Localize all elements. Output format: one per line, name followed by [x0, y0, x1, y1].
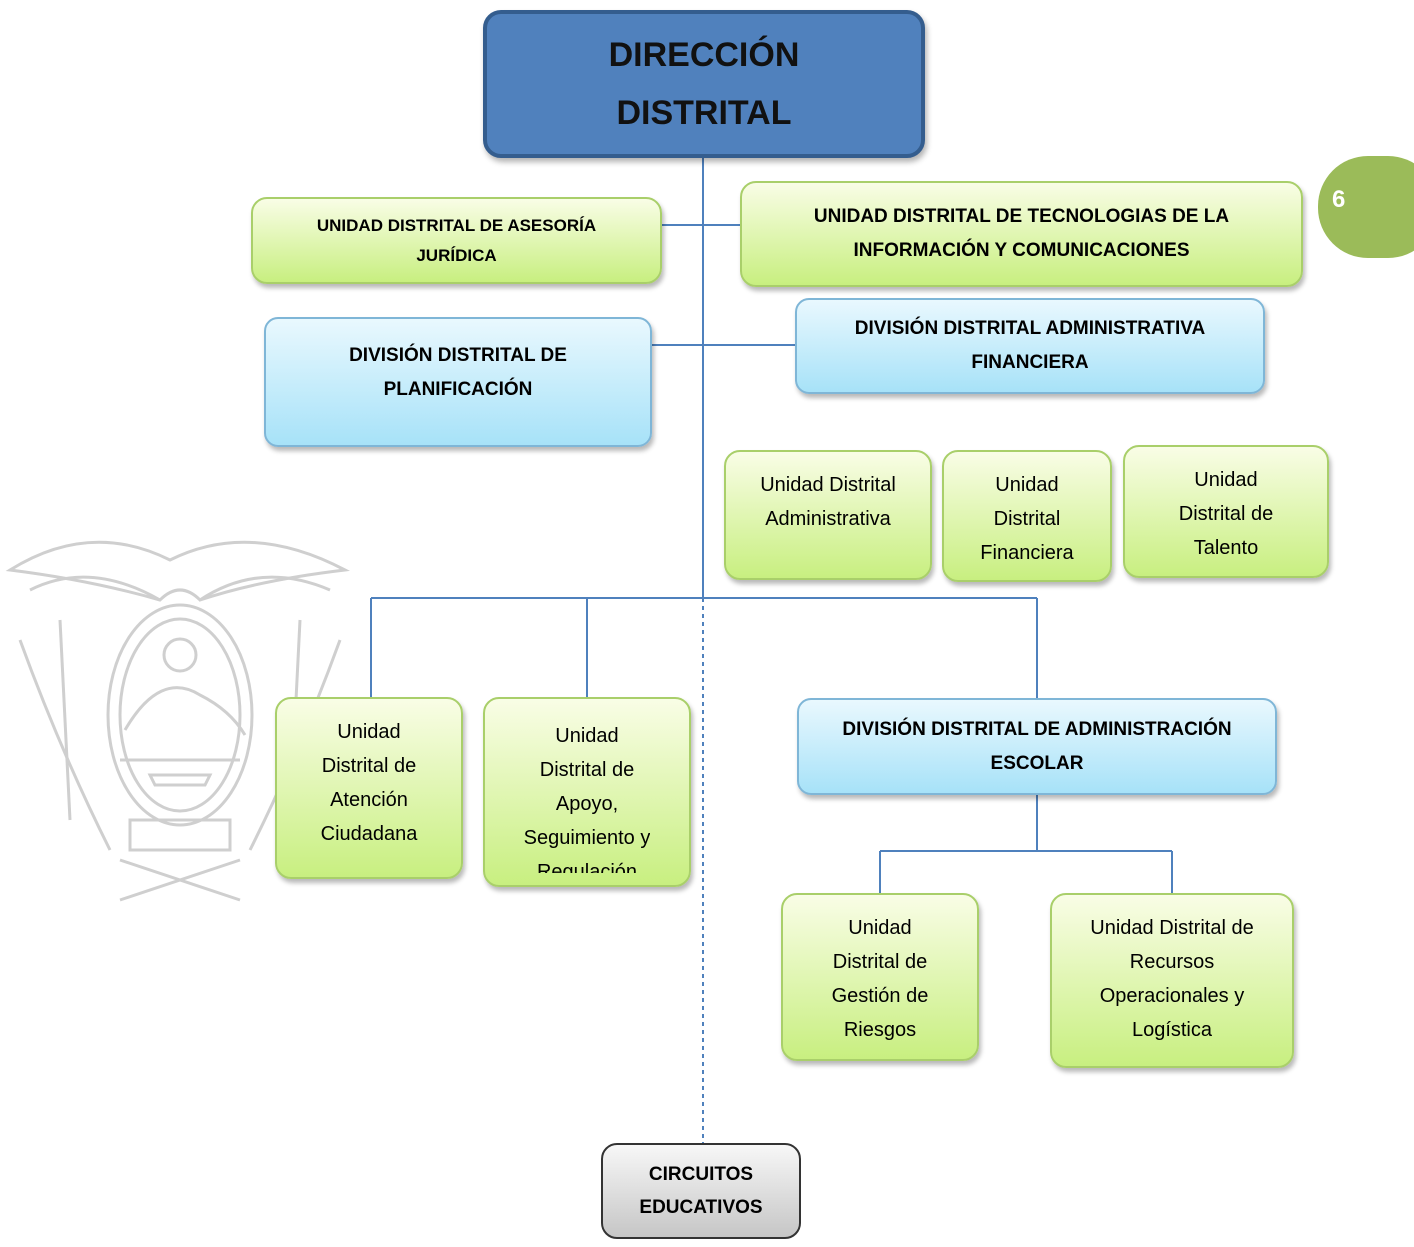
unidad-atencion-line2: Distrital de: [321, 755, 417, 777]
unidad-apoyo-line5: Regulación: [536, 861, 638, 873]
administracion-escolar-line1: DIVISIÓN DISTRITAL DE ADMINISTRACIÓN: [842, 718, 1232, 740]
administrativa-financiera-line2: FINANCIERA: [971, 352, 1089, 373]
unidad-apoyo-line4: Seguimiento y: [523, 827, 651, 849]
tecnologias-box: UNIDAD DISTRITAL DE TECNOLOGIAS DE LA IN…: [740, 181, 1303, 287]
asesoria-juridica-line1: UNIDAD DISTRITAL DE ASESORÍA: [316, 215, 597, 235]
unidad-talento-box: Unidad Distrital de Talento: [1123, 445, 1329, 578]
tecnologias-line2: INFORMACIÓN Y COMUNICACIONES: [853, 240, 1190, 261]
unidad-recursos-line1: Unidad Distrital de: [1090, 917, 1254, 939]
unidad-atencion-line4: Ciudadana: [320, 823, 418, 845]
circuitos-educativos-box: CIRCUITOS EDUCATIVOS: [601, 1143, 801, 1239]
unidad-riesgos-line4: Riesgos: [843, 1019, 917, 1041]
tecnologias-line1: UNIDAD DISTRITAL DE TECNOLOGIAS DE LA: [813, 206, 1230, 227]
unidad-apoyo-line3: Apoyo,: [555, 793, 619, 815]
unidad-recursos-line3: Operacionales y: [1099, 985, 1245, 1007]
direccion-distrital-line1: DIRECCIÓN: [608, 36, 800, 74]
unidad-recursos-line2: Recursos: [1129, 951, 1215, 973]
administrativa-financiera-box: DIVISIÓN DISTRITAL ADMINISTRATIVA FINANC…: [795, 298, 1265, 394]
administracion-escolar-line2: ESCOLAR: [990, 752, 1084, 774]
unidad-talento-line2: Distrital de: [1178, 503, 1274, 525]
unidad-atencion-ciudadana-box: Unidad Distrital de Atención Ciudadana: [275, 697, 463, 879]
direccion-distrital-line2: DISTRITAL: [616, 94, 792, 132]
administrativa-financiera-line1: DIVISIÓN DISTRITAL ADMINISTRATIVA: [854, 318, 1206, 339]
administracion-escolar-box: DIVISIÓN DISTRITAL DE ADMINISTRACIÓN ESC…: [797, 698, 1277, 795]
unidad-talento-line1: Unidad: [1194, 469, 1258, 491]
unidad-recursos-line4: Logística: [1131, 1019, 1213, 1041]
asesoria-juridica-line2: JURÍDICA: [416, 245, 497, 265]
planificacion-line1: DIVISIÓN DISTRITAL DE: [349, 345, 567, 366]
unidad-gestion-riesgos-box: Unidad Distrital de Gestión de Riesgos: [781, 893, 979, 1061]
circuitos-line1: CIRCUITOS: [648, 1164, 754, 1185]
unidad-apoyo-line1: Unidad: [555, 725, 619, 747]
unidad-atencion-line3: Atención: [330, 789, 408, 811]
circuitos-line2: EDUCATIVOS: [639, 1197, 763, 1218]
unidad-financiera-box: Unidad Distrital Financiera: [942, 450, 1112, 582]
unidad-riesgos-line3: Gestión de: [831, 985, 929, 1007]
unidad-riesgos-line2: Distrital de: [832, 951, 928, 973]
planificacion-line2: PLANIFICACIÓN: [383, 379, 533, 400]
unidad-administrativa-box: Unidad Distrital Administrativa: [724, 450, 932, 580]
unidad-apoyo-line2: Distrital de: [539, 759, 635, 781]
unidad-apoyo-box: Unidad Distrital de Apoyo, Seguimiento y…: [483, 697, 691, 887]
unidad-administrativa-line2: Administrativa: [765, 508, 891, 530]
unidad-administrativa-line1: Unidad Distrital: [760, 474, 896, 496]
page-number-badge: 6: [1318, 156, 1414, 258]
unidad-talento-line3: Talento: [1193, 537, 1259, 559]
unidad-riesgos-line1: Unidad: [848, 917, 912, 939]
unidad-financiera-line3: Financiera: [980, 542, 1074, 564]
unidad-atencion-line1: Unidad: [337, 721, 401, 743]
unidad-financiera-line2: Distrital: [993, 508, 1061, 530]
direccion-distrital-box: DIRECCIÓN DISTRITAL: [483, 10, 925, 158]
asesoria-juridica-box: UNIDAD DISTRITAL DE ASESORÍA JURÍDICA: [251, 197, 662, 284]
unidad-financiera-line1: Unidad: [995, 474, 1059, 496]
unidad-recursos-operacionales-box: Unidad Distrital de Recursos Operacional…: [1050, 893, 1294, 1068]
planificacion-box: DIVISIÓN DISTRITAL DE PLANIFICACIÓN: [264, 317, 652, 447]
